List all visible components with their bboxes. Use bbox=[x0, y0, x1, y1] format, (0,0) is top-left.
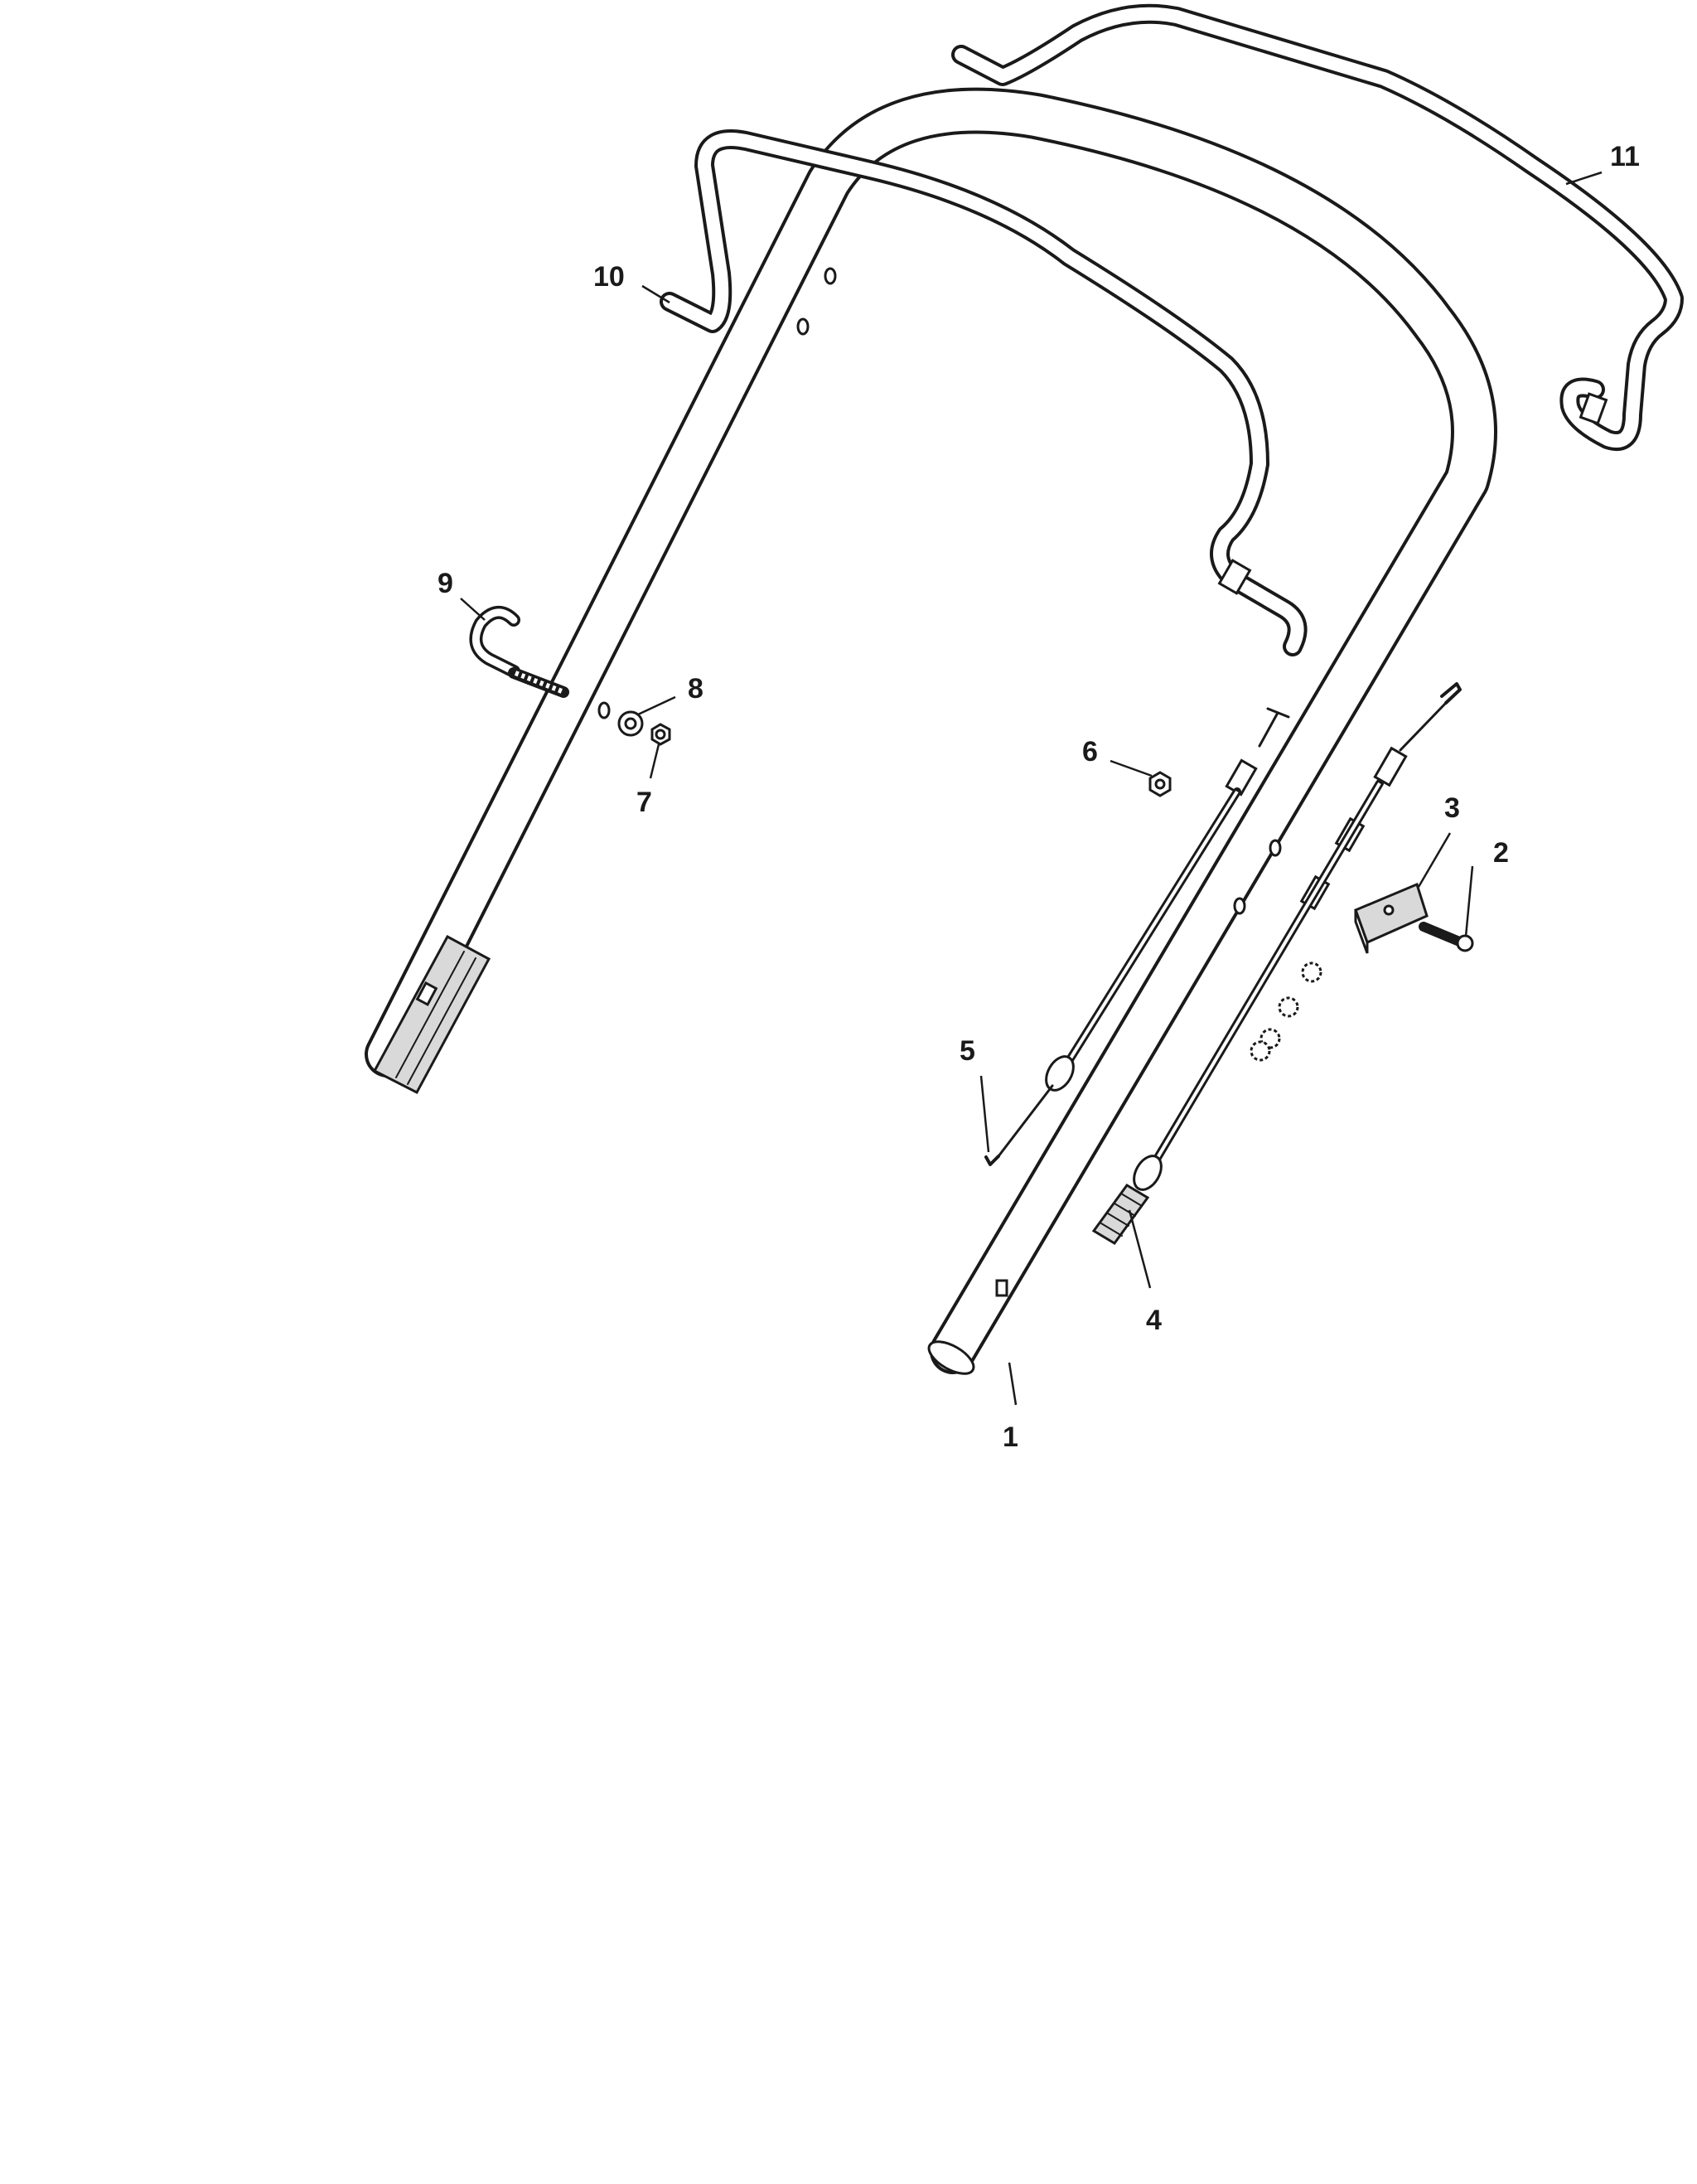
callout-5: 5 bbox=[960, 1035, 975, 1067]
screw bbox=[1419, 922, 1474, 952]
callout-1: 1 bbox=[1003, 1421, 1018, 1453]
eye-bolt bbox=[469, 606, 569, 698]
outer-bail bbox=[951, 3, 1684, 451]
left-cable bbox=[984, 707, 1290, 1166]
callout-2: 2 bbox=[1493, 837, 1509, 869]
inner-bail bbox=[660, 129, 1308, 656]
callout-9: 9 bbox=[438, 568, 453, 599]
cable-clamp bbox=[1354, 882, 1429, 954]
callout-3: 3 bbox=[1444, 792, 1460, 824]
callout-8: 8 bbox=[688, 673, 703, 705]
right-cable bbox=[1091, 682, 1462, 1245]
callout-4: 4 bbox=[1146, 1305, 1162, 1336]
callout-7: 7 bbox=[636, 787, 652, 818]
cable-nut bbox=[1148, 771, 1172, 797]
nut-washer bbox=[617, 710, 671, 746]
handle-tube bbox=[365, 87, 1497, 1375]
callout-6: 6 bbox=[1082, 736, 1098, 768]
callout-10: 10 bbox=[593, 261, 625, 293]
callout-11: 11 bbox=[1610, 141, 1640, 172]
leader-lines bbox=[460, 171, 1603, 1406]
star-washers bbox=[1250, 961, 1322, 1062]
callout-labels: 1 2 3 4 5 6 7 8 9 10 11 bbox=[438, 141, 1640, 1453]
